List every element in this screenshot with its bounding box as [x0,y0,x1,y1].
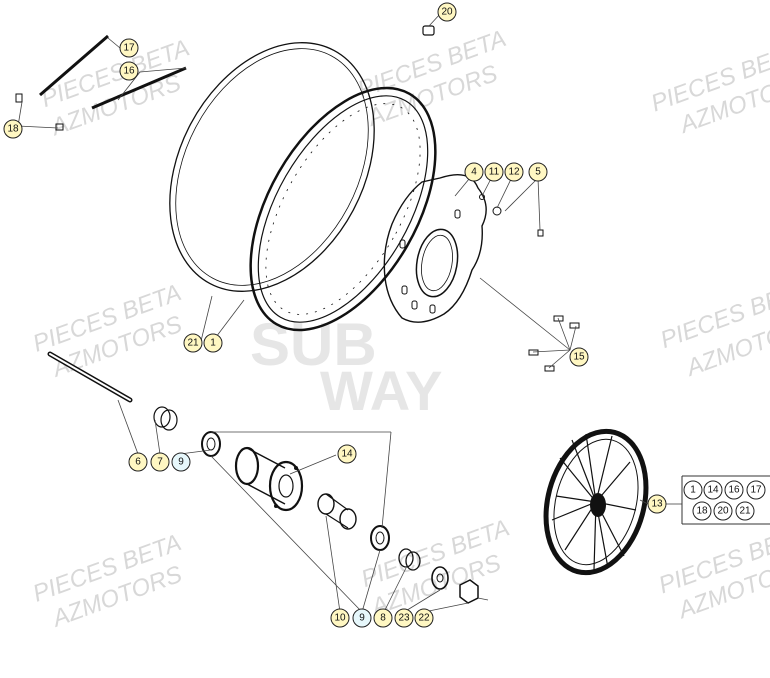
svg-text:22: 22 [418,613,430,624]
svg-text:18: 18 [696,506,708,517]
assembly-contents-box: 1 14 16 17 18 20 21 [681,475,770,525]
svg-text:16: 16 [123,66,135,77]
assembly-item-21[interactable]: 21 [735,501,755,521]
svg-text:5: 5 [535,167,541,178]
spoke-long [39,34,109,97]
callout-20[interactable]: 20 [437,2,457,22]
disc-bolts [528,315,580,372]
nipple-part [15,93,23,103]
watermark-logo-sub: SUB [250,311,377,378]
svg-text:20: 20 [441,7,453,18]
callout-4[interactable]: 4 [464,162,484,182]
assembly-item-16[interactable]: 16 [724,480,744,500]
spacer-part [398,548,421,571]
svg-text:13: 13 [651,499,663,510]
spoke-parts [15,34,187,131]
watermark-logo-way: WAY [320,359,442,422]
callout-17[interactable]: 17 [119,38,139,58]
svg-text:9: 9 [178,457,184,468]
callout-14[interactable]: 14 [337,444,357,464]
callout-11[interactable]: 11 [484,162,504,182]
long-spacer-part [317,493,357,530]
svg-text:15: 15 [573,352,585,363]
callout-9-right[interactable]: 9 [352,608,372,628]
svg-text:21: 21 [187,338,199,349]
washer-part [492,206,502,216]
valve-cap-part [422,25,435,36]
svg-text:1: 1 [210,338,216,349]
svg-text:7: 7 [157,457,163,468]
callout-23[interactable]: 23 [394,608,414,628]
washer-part [431,566,449,590]
callout-21[interactable]: 21 [183,333,203,353]
callout-7[interactable]: 7 [150,452,170,472]
svg-text:11: 11 [489,167,500,178]
callout-5[interactable]: 5 [528,162,548,182]
svg-text:17: 17 [750,485,762,496]
callout-15[interactable]: 15 [569,347,589,367]
rim-band [169,42,375,292]
callout-6[interactable]: 6 [128,452,148,472]
callout-8[interactable]: 8 [373,608,393,628]
svg-text:6: 6 [135,457,141,468]
svg-text:10: 10 [334,613,346,624]
assembly-item-20[interactable]: 20 [713,501,733,521]
svg-text:17: 17 [123,43,135,54]
callout-13[interactable]: 13 [647,494,667,514]
callout-22[interactable]: 22 [414,608,434,628]
assembly-item-1[interactable]: 1 [683,480,703,500]
callout-16[interactable]: 16 [119,61,139,81]
svg-text:1: 1 [690,485,696,496]
bearing-part [370,525,390,551]
svg-text:4: 4 [471,167,477,178]
nut-part [537,229,544,237]
watermark-group: PIECES BETA AZMOTORS PIECES BETA AZMOTOR… [29,25,770,633]
spacer-part [153,406,178,431]
bearing-part [201,431,221,457]
svg-text:9: 9 [359,613,365,624]
assembly-item-17[interactable]: 17 [746,480,766,500]
nipple-part [55,123,64,131]
svg-text:18: 18 [7,124,19,135]
svg-text:20: 20 [717,506,729,517]
washer-part [479,194,485,200]
svg-text:8: 8 [380,613,386,624]
svg-text:21: 21 [739,506,751,517]
svg-text:14: 14 [707,485,719,496]
spoke-short [91,66,187,110]
svg-text:14: 14 [341,449,353,460]
callout-9-left[interactable]: 9 [171,452,191,472]
assembly-item-18[interactable]: 18 [692,501,712,521]
callout-10[interactable]: 10 [330,608,350,628]
assembly-item-14[interactable]: 14 [703,480,723,500]
svg-text:23: 23 [398,613,410,624]
brake-disc-part [383,174,487,323]
callout-18[interactable]: 18 [3,119,23,139]
callout-12[interactable]: 12 [504,162,524,182]
svg-text:12: 12 [508,167,520,178]
callout-1[interactable]: 1 [203,333,223,353]
complete-wheel-part [543,428,649,576]
hub-part [234,446,304,512]
svg-text:16: 16 [728,485,740,496]
